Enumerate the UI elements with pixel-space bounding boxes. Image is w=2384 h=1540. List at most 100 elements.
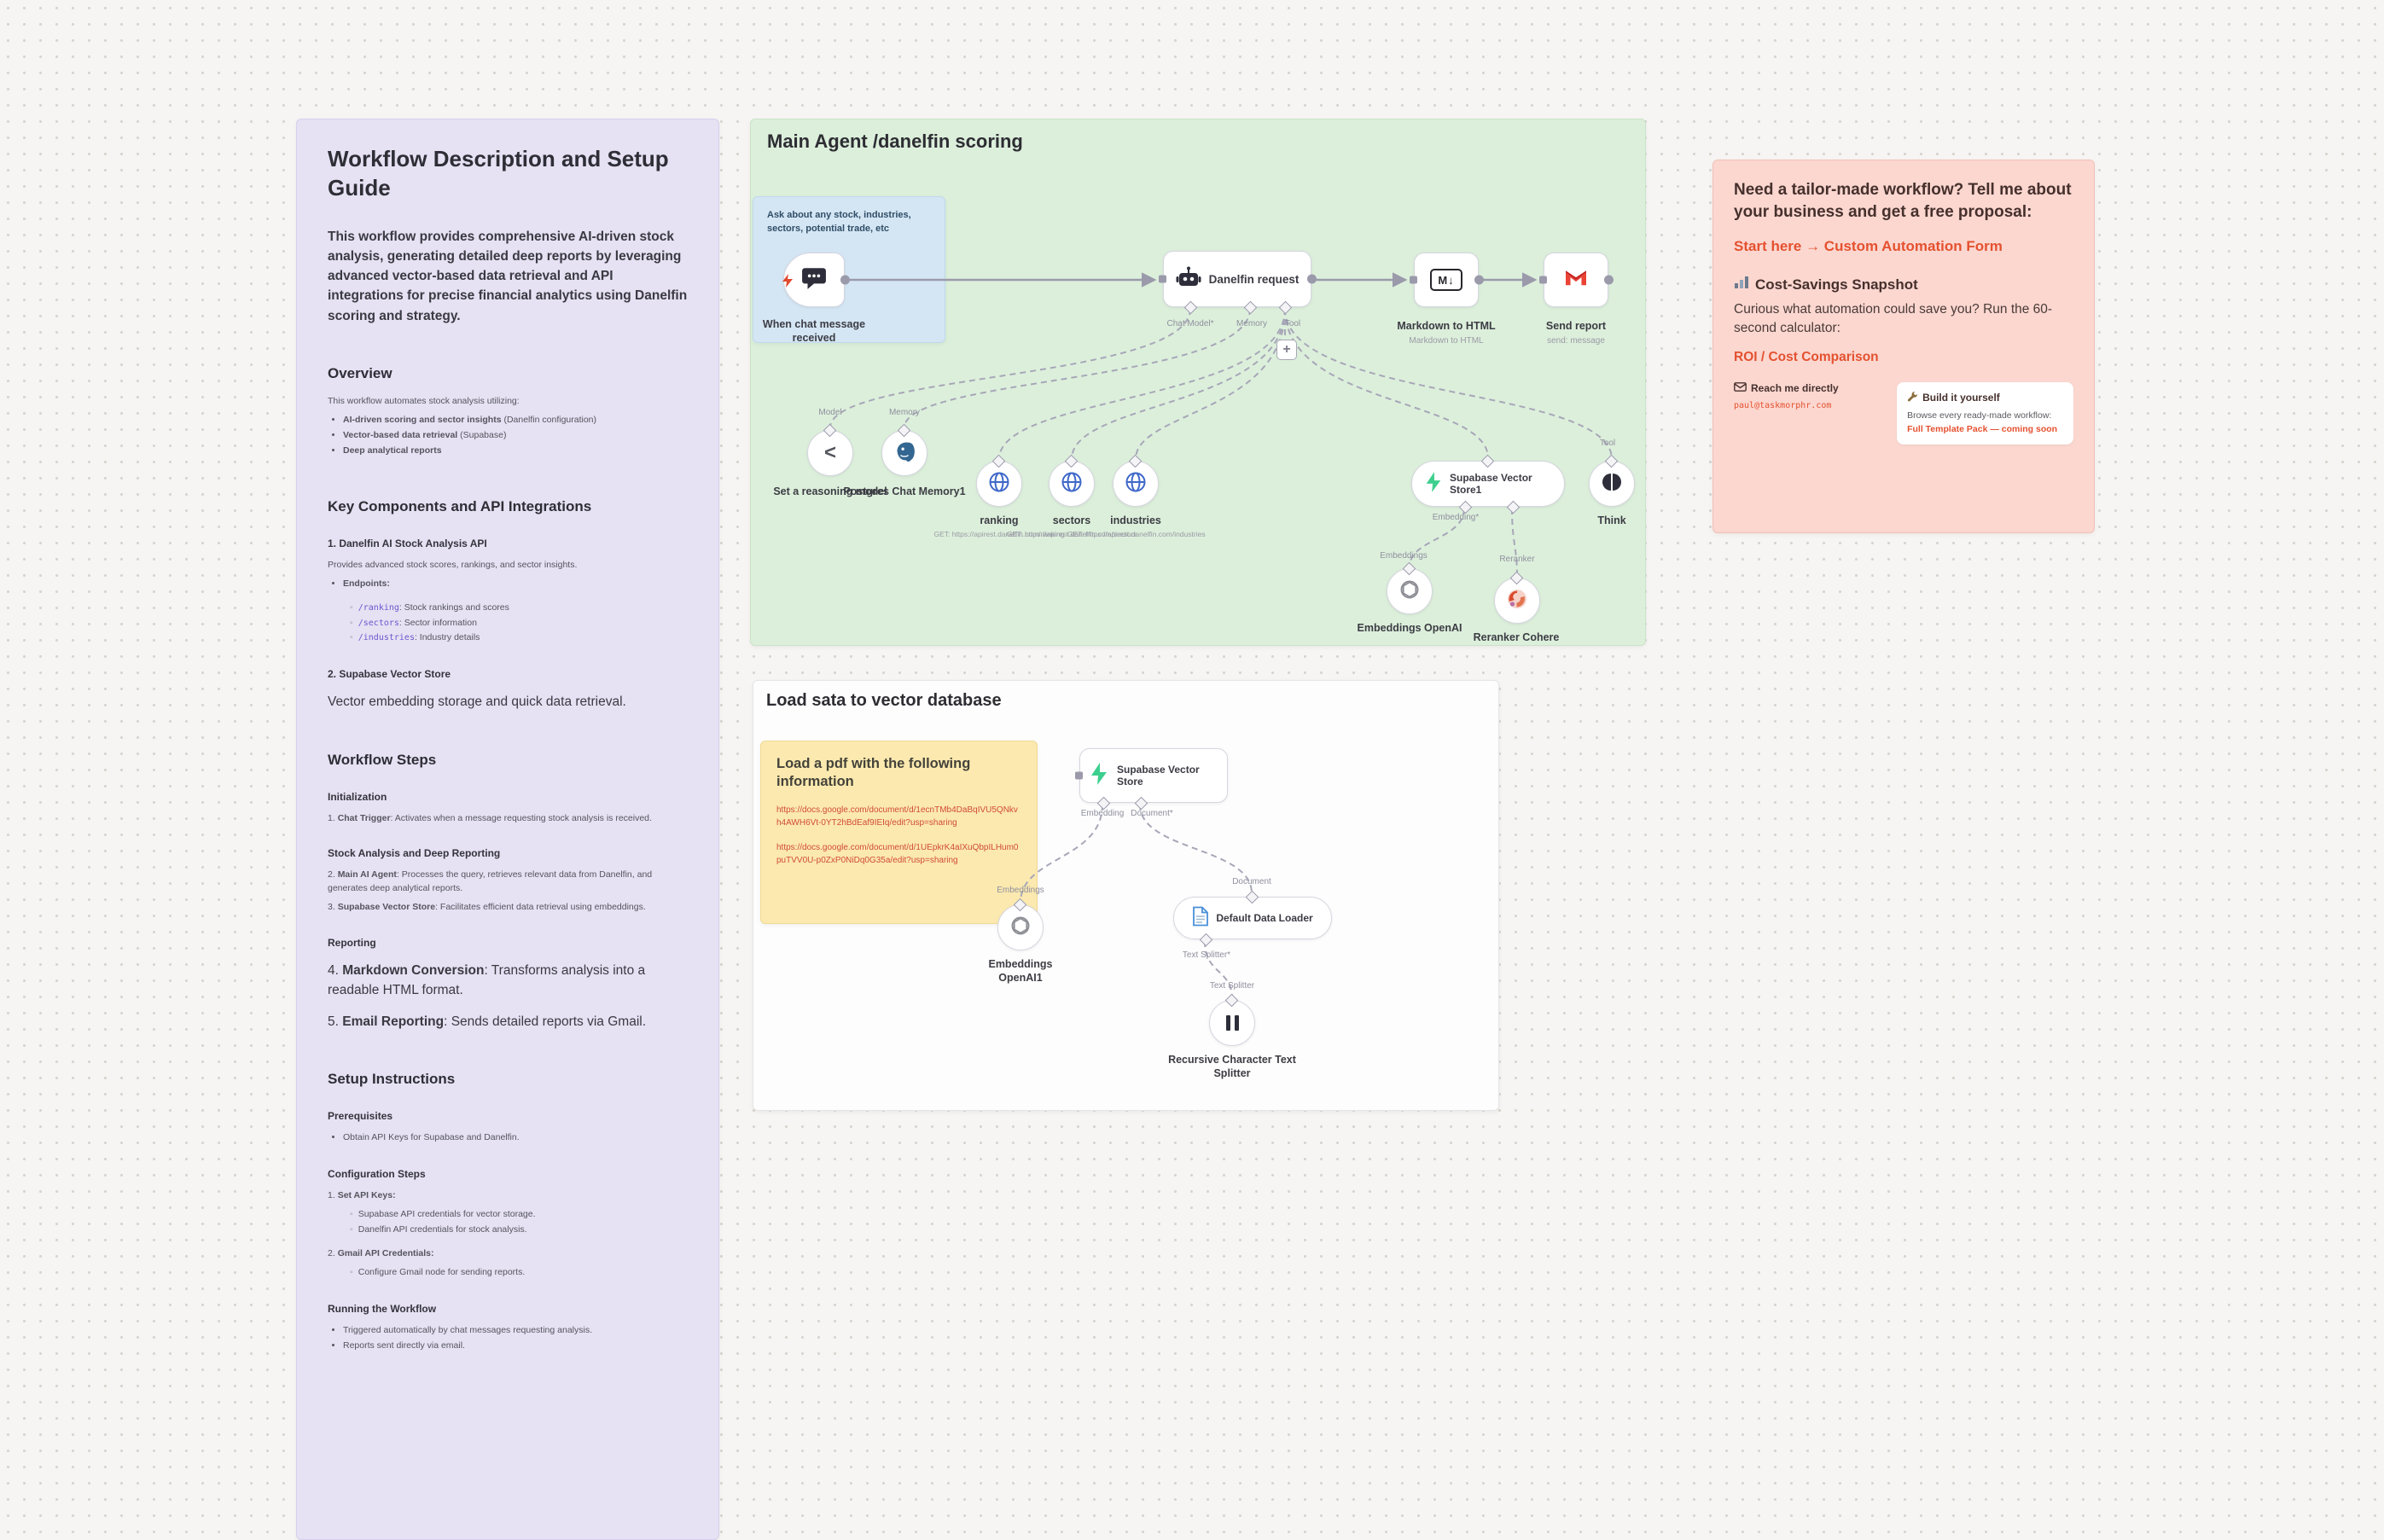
port-label: Chat Model* — [1166, 319, 1214, 328]
node-markdown[interactable]: M↓ — [1414, 253, 1479, 307]
node-ai-agent[interactable]: Danelfin request — [1163, 251, 1311, 307]
config-steps-title: Configuration Steps — [328, 1168, 426, 1181]
running-title: Running the Workflow — [328, 1303, 437, 1316]
port-label: Text Splitter — [1209, 981, 1255, 991]
node-default-data-loader[interactable]: Default Data Loader — [1173, 897, 1332, 939]
node-supabase-vector-load[interactable]: Supabase Vector Store — [1079, 748, 1228, 803]
doc-title: Workflow Description and Setup Guide — [328, 146, 669, 200]
add-tool-button[interactable]: + — [1276, 340, 1297, 360]
node-label: Embeddings OpenAI1 — [988, 958, 1053, 985]
markdown-icon: M↓ — [1430, 269, 1462, 291]
globe-icon — [1125, 471, 1147, 497]
component-2-desc: Vector embedding storage and quick data … — [328, 694, 626, 710]
node-http-sectors[interactable] — [1049, 461, 1095, 507]
components-heading: Key Components and API Integrations — [328, 497, 592, 514]
doc-intro: This workflow provides comprehensive AI-… — [328, 229, 688, 323]
endpoints-label-list: Endpoints: — [343, 577, 688, 592]
globe-icon — [1061, 471, 1083, 497]
port-label: Embedding* — [1432, 513, 1480, 522]
component-1-title: 1. Danelfin AI Stock Analysis API — [328, 537, 487, 549]
node-label: Postgres Chat Memory1 — [843, 485, 966, 497]
node-label: When chat message received — [762, 318, 866, 345]
port-label: Reranker — [1499, 555, 1535, 564]
node-http-ranking[interactable] — [976, 461, 1022, 507]
cost-savings-body: Curious what automation could save you? … — [1734, 302, 2053, 335]
node-label: Reranker Cohere — [1473, 631, 1560, 643]
list-item: /industries: Industry details — [350, 631, 688, 646]
steps-sub-initialization: Initialization — [328, 790, 387, 803]
step-5: 5. Email Reporting: Sends detailed repor… — [328, 1014, 647, 1030]
sticky-note-pdf-links[interactable]: Load a pdf with the following informatio… — [760, 741, 1038, 924]
list-item: Deep analytical reports — [343, 444, 688, 459]
node-label: industries — [1110, 514, 1161, 526]
email-link[interactable]: paul@taskmorphr.com — [1734, 400, 1832, 410]
config-step-2: 2. Gmail API Credentials: — [328, 1248, 434, 1259]
setup-heading: Setup Instructions — [328, 1071, 456, 1088]
step-2: 2. Main AI Agent: Processes the query, r… — [328, 869, 653, 894]
node-supabase-vector-1[interactable]: Supabase Vector Store1 — [1411, 461, 1565, 507]
node-embeddings-openai[interactable] — [1387, 568, 1433, 614]
steps-sub-reporting: Reporting — [328, 936, 376, 949]
node-reasoning-model[interactable]: < — [807, 430, 853, 476]
node-label: Think — [1597, 514, 1626, 526]
postgres-icon — [893, 440, 916, 467]
node-gmail[interactable] — [1544, 253, 1608, 307]
list-item: Supabase API credentials for vector stor… — [350, 1207, 688, 1223]
port-label: Embedding — [1080, 809, 1125, 818]
sticky-note-description[interactable]: Workflow Description and Setup Guide Thi… — [296, 119, 719, 1540]
node-label: Set a reasoning model — [773, 485, 887, 497]
port-label: Document* — [1131, 809, 1173, 818]
template-pack-link[interactable]: Full Template Pack — coming soon — [1907, 424, 2058, 435]
prerequisites-title: Prerequisites — [328, 1110, 393, 1123]
config-step-2-list: Configure Gmail node for sending reports… — [350, 1265, 688, 1281]
list-item: AI-driven scoring and sector insights (D… — [343, 413, 688, 428]
port-label: Model — [818, 408, 842, 417]
node-sublabel: GET: https://apirest.danelfin.com/rankin… — [933, 530, 1065, 538]
step-4: 4. Markdown Conversion: Transforms analy… — [328, 962, 646, 997]
running-list: Triggered automatically by chat messages… — [343, 1323, 688, 1354]
chat-hint-text: Ask about any stock, industries, sectors… — [767, 210, 911, 234]
port-label: Memory — [1236, 319, 1268, 328]
node-text-splitter[interactable] — [1209, 1000, 1255, 1046]
port-label: Text Splitter* — [1182, 950, 1231, 960]
list-item: Configure Gmail node for sending reports… — [350, 1265, 688, 1281]
robot-icon — [1176, 266, 1201, 293]
node-label: Recursive Character Text Splitter — [1168, 1054, 1296, 1080]
chat-bubble-icon — [801, 266, 827, 294]
mail-icon — [1734, 381, 1747, 394]
node-postgres-memory[interactable] — [881, 430, 927, 476]
overview-lead: This workflow automates stock analysis u… — [328, 395, 520, 406]
list-item: /ranking: Stock rankings and scores — [350, 601, 688, 616]
node-embeddings-openai-1[interactable] — [997, 904, 1044, 950]
cohere-icon — [1507, 589, 1527, 613]
node-http-industries[interactable] — [1113, 461, 1159, 507]
list-item: Endpoints: — [343, 577, 688, 592]
node-title: Danelfin request — [1208, 272, 1300, 286]
supabase-icon — [1424, 471, 1443, 497]
port-label: Tool — [1599, 439, 1616, 448]
build-it-yourself-card: Build it yourself Browse every ready-mad… — [1897, 381, 2073, 445]
globe-icon — [988, 471, 1010, 497]
port-label: Memory — [888, 408, 921, 417]
node-think[interactable] — [1589, 461, 1635, 507]
list-item: Triggered automatically by chat messages… — [343, 1323, 688, 1339]
sticky-note-promo[interactable]: Need a tailor-made workflow? Tell me abo… — [1712, 160, 2095, 533]
node-sublabel: GET: https://apirest.danelfin.com/indust… — [1067, 530, 1206, 538]
main-flow-title: Main Agent /danelfin scoring — [767, 131, 1023, 152]
roi-comparison-link[interactable]: ROI / Cost Comparison — [1734, 349, 1879, 364]
node-sublabel: send: message — [1547, 336, 1605, 346]
document-icon — [1192, 906, 1209, 931]
endpoints-list: /ranking: Stock rankings and scores /sec… — [350, 601, 688, 647]
config-step-1: 1. Set API Keys: — [328, 1190, 396, 1201]
custom-automation-form-link[interactable]: Start here → Custom Automation Form — [1734, 238, 2003, 255]
node-chat-trigger[interactable] — [782, 253, 845, 307]
google-doc-link-2[interactable]: https://docs.google.com/document/d/1UEpk… — [776, 842, 1019, 865]
steps-sub-analysis: Stock Analysis and Deep Reporting — [328, 846, 501, 859]
node-reranker-cohere[interactable] — [1494, 578, 1540, 624]
google-doc-link-1[interactable]: https://docs.google.com/document/d/1ecnT… — [776, 805, 1018, 828]
port-label: Embeddings — [997, 886, 1044, 895]
step-1: 1. Chat Trigger: Activates when a messag… — [328, 812, 652, 823]
overview-heading: Overview — [328, 364, 392, 381]
step-3: 3. Supabase Vector Store: Facilitates ef… — [328, 902, 646, 913]
node-title: Supabase Vector Store — [1117, 763, 1200, 787]
